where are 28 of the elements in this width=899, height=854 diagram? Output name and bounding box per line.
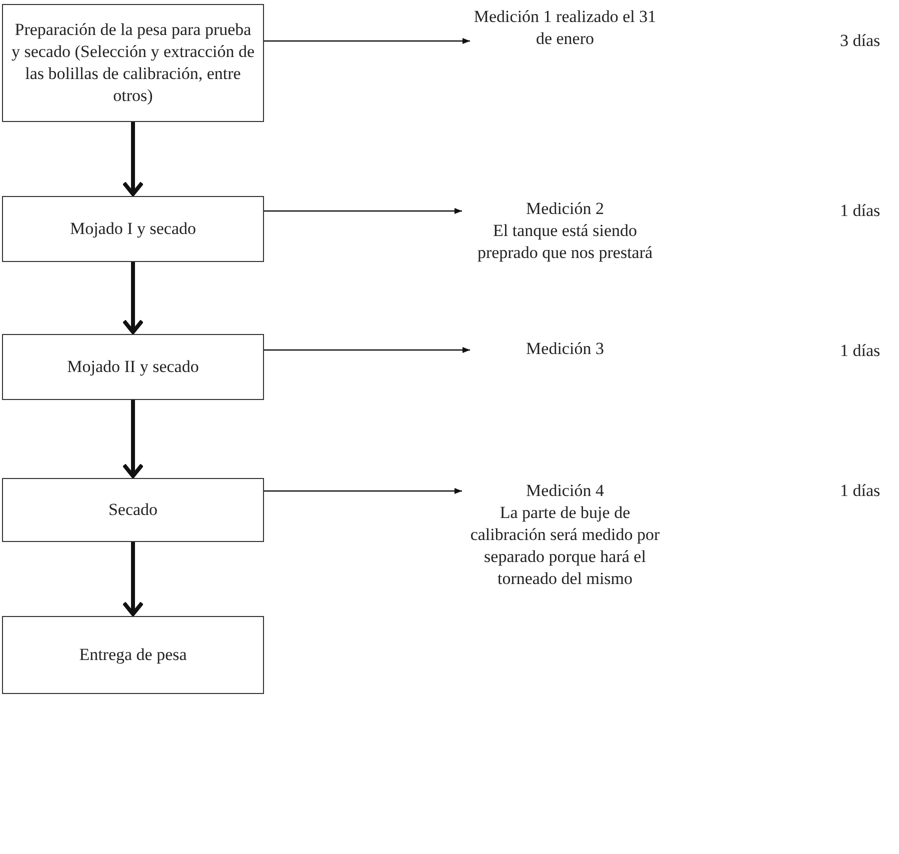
arrow [122, 400, 144, 478]
process-box [2, 4, 264, 122]
arrow [122, 122, 144, 196]
step-text: Mojado I y secado [70, 218, 196, 240]
arrow [122, 262, 144, 334]
step-text: Secado [108, 499, 158, 521]
duration-label: 1 días [840, 200, 880, 222]
duration-label: 1 días [840, 480, 880, 502]
process-box [2, 196, 264, 262]
process-box [2, 616, 264, 694]
process-box [2, 478, 264, 542]
measurement-title: Medición 2 [526, 198, 604, 220]
duration-label: 1 días [840, 340, 880, 362]
arrow [264, 488, 462, 494]
arrow [264, 347, 470, 353]
step-text: Preparación de la pesa para prueba y secado (Selección y extracción de las bolillas de calibración, entre otros) [11, 19, 255, 107]
step-text: Entrega de pesa [79, 644, 187, 666]
arrow [264, 208, 462, 214]
process-box [2, 334, 264, 400]
measurement-note: La parte de buje de calibración será medido por separado porque hará el torneado del mismo [469, 502, 661, 590]
measurement-note: Medición 3 [526, 338, 604, 360]
measurement-note: Medición 1 realizado el 31 de enero [472, 6, 658, 50]
measurement-title: Medición 4 [526, 480, 604, 502]
arrow [122, 542, 144, 616]
measurement-note: El tanque está siendo preprado que nos prestará [476, 220, 654, 264]
arrow [264, 38, 470, 44]
duration-label: 3 días [840, 30, 880, 52]
step-text: Mojado II y secado [67, 356, 199, 378]
